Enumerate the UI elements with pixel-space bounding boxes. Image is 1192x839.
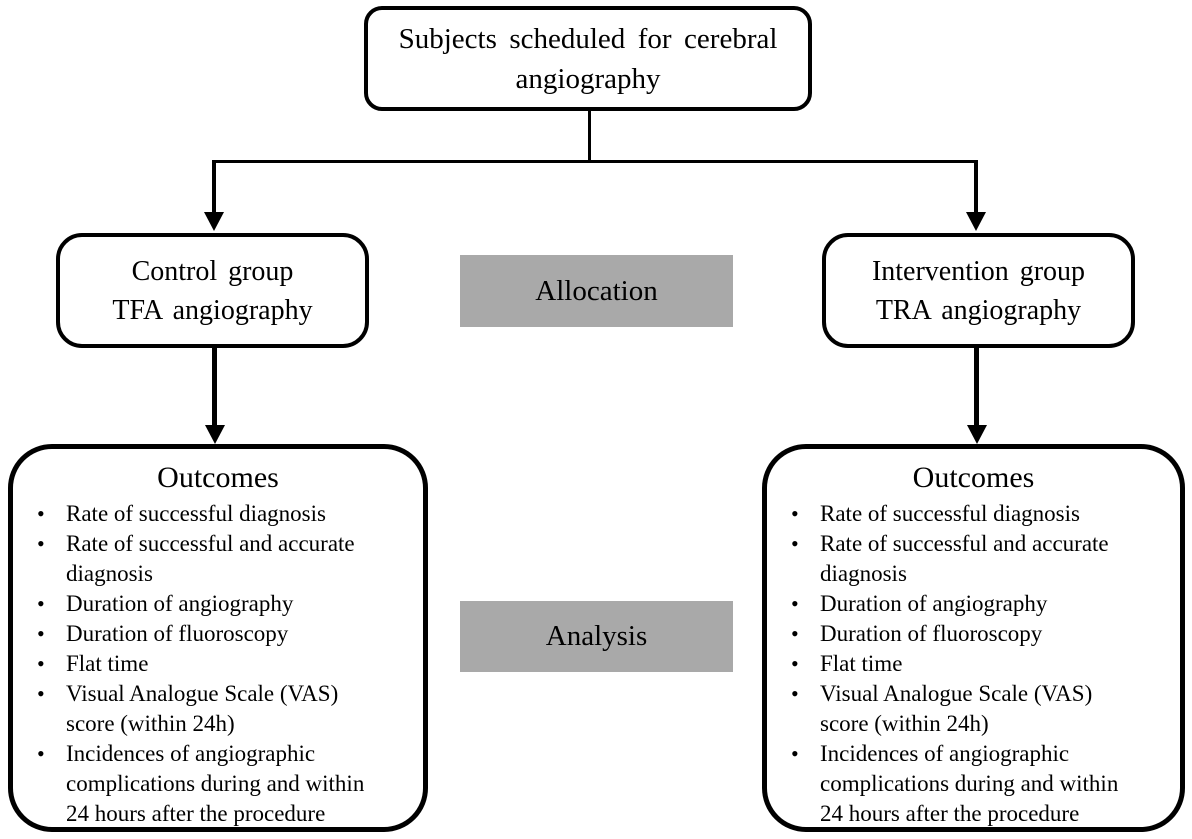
connector-vertical-line [588,111,591,162]
right-branch-arrowhead-icon [966,212,986,231]
analysis-band: Analysis [460,601,733,672]
outcome-item: Rate of successful diagnosis [13,499,423,529]
intervention-group-box: Intervention group TRA angiography [822,233,1135,348]
intervention-group-line1: Intervention group [871,255,1086,287]
outcome-item: Rate of successful diagnosis [767,499,1180,529]
control-to-outcomes-arrowhead-icon [205,425,225,444]
outcomes-list-intervention: Rate of successful diagnosisRate of succ… [767,499,1180,829]
intervention-to-outcomes-arrowhead-icon [967,425,987,444]
outcomes-list-control: Rate of successful diagnosisRate of succ… [13,499,423,829]
outcome-item: Duration of angiography [767,589,1180,619]
outcome-item: Incidences of angiographic complications… [767,739,1180,829]
left-branch-arrowhead-icon [204,212,224,231]
outcomes-title: Outcomes [157,461,279,494]
outcome-item: Visual Analogue Scale (VAS) score (withi… [767,679,1180,739]
outcome-item: Duration of angiography [13,589,423,619]
outcome-item: Flat time [13,649,423,679]
intervention-group-line2: TRA angiography [875,294,1082,326]
subjects-box: Subjects scheduled for cerebral angiogra… [364,6,812,111]
control-group-line1: Control group [131,255,294,287]
outcomes-box-control: Outcomes Rate of successful diagnosisRat… [8,444,428,832]
outcome-item: Duration of fluoroscopy [767,619,1180,649]
outcomes-box-intervention: Outcomes Rate of successful diagnosisRat… [762,444,1185,832]
outcome-item: Rate of successful and accurate diagnosi… [13,529,423,589]
analysis-label: Analysis [545,620,648,652]
right-branch-arrow-shaft [974,160,978,213]
subjects-box-line1: Subjects scheduled for cerebral [398,22,778,55]
outcome-item: Incidences of angiographic complications… [13,739,423,829]
outcome-item: Duration of fluoroscopy [13,619,423,649]
subjects-box-line2: angiography [515,62,661,95]
allocation-label: Allocation [535,274,658,307]
outcome-item: Visual Analogue Scale (VAS) score (withi… [13,679,423,739]
control-to-outcomes-arrow-shaft [212,348,217,426]
allocation-band: Allocation [460,255,733,327]
control-group-box: Control group TFA angiography [56,233,369,348]
left-branch-arrow-shaft [212,160,216,213]
intervention-to-outcomes-arrow-shaft [974,348,979,426]
outcome-item: Flat time [767,649,1180,679]
outcomes-title: Outcomes [912,461,1035,494]
control-group-line2: TFA angiography [112,294,313,326]
connector-horizontal-line [213,160,978,163]
outcome-item: Rate of successful and accurate diagnosi… [767,529,1180,589]
